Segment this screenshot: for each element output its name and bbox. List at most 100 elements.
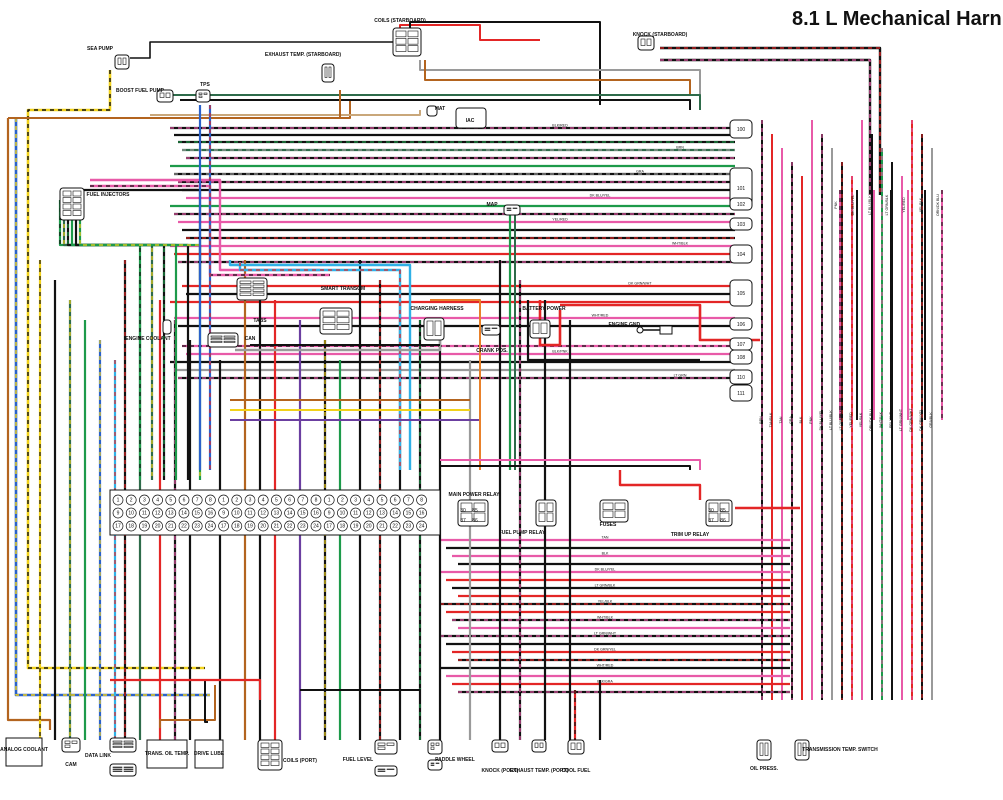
label-exhaust-temp-port: EXHAUST TEMP. (PORT) xyxy=(510,768,569,774)
wire-label: YEL/RED xyxy=(902,197,906,213)
trim-up-relay-pin xyxy=(708,512,719,522)
ecm-pin-label: 16 xyxy=(419,511,425,517)
ecm-pin xyxy=(323,507,335,519)
smart-transom-connector-pin xyxy=(322,310,336,317)
ecm-pin-label: 21 xyxy=(274,524,280,530)
main-power-relay-pin xyxy=(460,512,473,522)
crank-pos-connector-pin xyxy=(484,327,491,329)
label-mat: MAT xyxy=(435,106,445,112)
ecm-pin-label: 8 xyxy=(420,498,423,504)
ecm-pin xyxy=(257,507,269,519)
smart-transom-connector-pin xyxy=(336,317,350,324)
ecm-pin xyxy=(178,494,190,506)
data-link-connector-pin xyxy=(112,740,123,743)
data-link-plug-pin xyxy=(112,768,123,770)
label-fuel-injectors: FUEL INJECTORS xyxy=(87,192,131,198)
main-power-relay xyxy=(457,499,489,527)
knock-starboard-connector-body xyxy=(637,35,655,51)
label-sea-pump: SEA PUMP xyxy=(87,46,114,52)
ecm-pin xyxy=(165,520,177,532)
coils-starboard-connector-pin xyxy=(407,38,419,45)
smart-transom-connector xyxy=(319,307,353,335)
wire-label: DK BLU/YEL xyxy=(595,568,616,572)
fuel-level-plug-pin xyxy=(377,768,386,770)
wire-label: GRA/BLK xyxy=(929,412,933,428)
ecm-pin xyxy=(403,507,414,519)
smart-transom-connector-pin xyxy=(336,310,350,317)
splice-110 xyxy=(729,369,753,385)
tabs-connector-pin xyxy=(252,292,265,296)
fuses-block-pin xyxy=(614,510,626,518)
ecm-pin-label: 11 xyxy=(247,511,252,517)
label-fuses: FUSES xyxy=(600,522,617,528)
tps-connector-pin xyxy=(198,92,203,95)
can-connector-pin xyxy=(210,335,223,338)
ecm-pin xyxy=(363,494,375,506)
tabs-connector-pin xyxy=(252,284,265,288)
smart-transom-connector-pin xyxy=(336,324,350,330)
coils-port-connector-pin xyxy=(260,754,270,760)
ecm-pin xyxy=(337,507,348,519)
drive-lube-box xyxy=(194,739,224,769)
fuel-pump-relay xyxy=(535,499,557,527)
wire-label: TAN xyxy=(602,536,609,540)
paddle-wheel-plug-pin xyxy=(430,764,435,766)
coils-port-connector-pin xyxy=(270,754,280,760)
ecm-pin xyxy=(231,520,243,532)
wire-141 xyxy=(440,459,701,470)
sea-pump-connector xyxy=(114,54,130,70)
analog-coolant-box xyxy=(5,737,43,767)
data-link-connector-pin xyxy=(123,743,134,746)
ecm-pin xyxy=(165,507,177,519)
coils-port-connector-pin xyxy=(260,760,270,766)
oil-press-connector-body xyxy=(756,739,772,761)
label-battery-power: BATTERY POWER xyxy=(522,306,566,312)
wire-stripe-119 xyxy=(67,200,165,480)
tabs-connector-pin xyxy=(252,280,265,284)
coils-port-connector-pin xyxy=(260,742,270,748)
engine-coolant-connector-body xyxy=(162,319,172,335)
charging-harness-connector-pin xyxy=(426,320,434,336)
fuel-injectors-connector-pin xyxy=(62,210,72,216)
ecm-pin-label: 6 xyxy=(288,498,291,504)
ecm-pin xyxy=(350,507,361,519)
ecm-pin xyxy=(297,494,309,506)
wire-label: BLK xyxy=(602,552,609,556)
ecm-pin-label: 13 xyxy=(274,511,280,517)
wire-125 xyxy=(228,260,412,470)
ecm-pin-label: 22 xyxy=(181,524,187,530)
ecm-pin-label: 5 xyxy=(275,498,278,504)
splice-100 xyxy=(729,119,753,139)
data-link-plug-pin xyxy=(123,770,134,772)
ecm-pin xyxy=(297,520,309,532)
wire-145 xyxy=(204,680,208,723)
main-power-relay-pin: 87 xyxy=(460,518,466,524)
wire-label: DK BLU/YEL xyxy=(590,194,611,198)
crank-pos-connector-pin xyxy=(491,327,498,329)
data-link-plug-pin xyxy=(123,766,134,768)
paddle-wheel-connector-pin xyxy=(430,746,435,750)
ecm-pin-label: 3 xyxy=(249,498,252,504)
wire-stripe-11 xyxy=(660,59,871,195)
ecm-pin xyxy=(376,494,388,506)
wire-142 xyxy=(440,465,691,470)
map-connector-pin xyxy=(512,207,518,209)
wire-label: GRA xyxy=(636,170,644,174)
can-connector-pin xyxy=(223,341,236,343)
wire-7 xyxy=(419,60,701,95)
wire-label: DK BLU/YEL xyxy=(851,195,855,216)
wire-label: DK GRN/WHT xyxy=(628,282,652,286)
engine-gnd-ring xyxy=(659,325,673,335)
ecm-pin-label: 3 xyxy=(354,498,357,504)
oil-press-connector-pin xyxy=(764,742,769,756)
splice-111 xyxy=(729,384,753,402)
ecm-pin xyxy=(218,507,229,519)
ecm-pin xyxy=(389,494,401,506)
splice-label-101: 101 xyxy=(737,186,746,192)
ecm-pin xyxy=(152,507,163,519)
ecm-pin-label: 10 xyxy=(128,511,134,517)
ecm-pin xyxy=(403,520,414,532)
ecm-pin xyxy=(205,507,216,519)
tabs-connector-pin xyxy=(239,288,252,292)
ecm-pin-label: 13 xyxy=(379,511,385,517)
